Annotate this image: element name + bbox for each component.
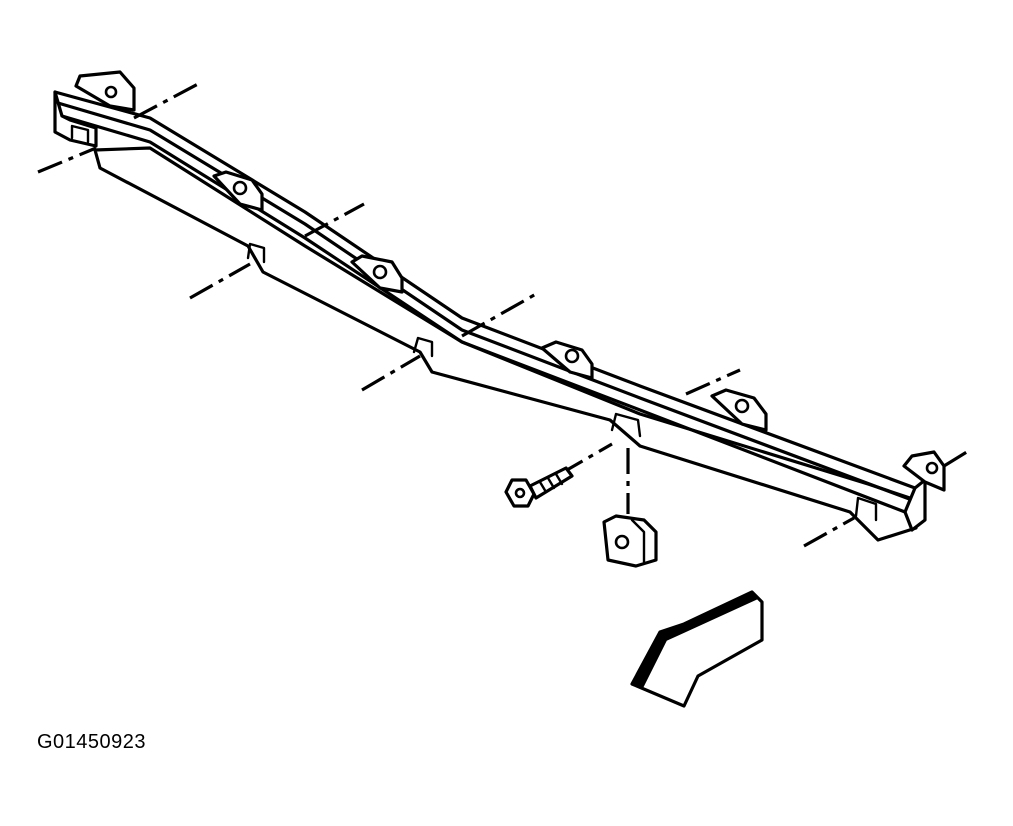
bar-lower-web: [93, 146, 918, 542]
arrow-shaded-edge: [630, 590, 760, 690]
bar-left-end: [53, 90, 98, 148]
centerline-10: [803, 516, 855, 548]
bar-left-slot: [70, 124, 90, 144]
mount-hole-3: [372, 264, 388, 280]
clip-nut-edge: [630, 518, 646, 564]
centerline-5: [461, 292, 537, 338]
front-direction-arrow: [630, 590, 764, 708]
bolt-head-center: [514, 487, 526, 499]
grille-support-bar: [53, 70, 946, 542]
mount-hole-5: [734, 398, 750, 414]
bar-right-end: [903, 478, 927, 532]
centerline-4: [189, 262, 251, 300]
centerline-3: [304, 202, 365, 238]
clip-nut-hole: [614, 534, 630, 550]
centerline-11: [943, 448, 971, 468]
centerline-6: [361, 354, 421, 392]
mount-hole-4: [564, 348, 580, 364]
clip-nut-body: [602, 514, 658, 568]
bolt: [504, 466, 574, 508]
lower-notch-1: [246, 242, 266, 264]
mount-hole-1: [104, 85, 118, 99]
bar-right-slot: [854, 496, 878, 522]
centerline-1: [133, 82, 199, 120]
alignment-lines: [37, 82, 971, 548]
lower-notch-2: [412, 336, 434, 358]
lower-notch-3: [610, 412, 642, 438]
centerline-7: [685, 368, 741, 396]
bolt-threads: [538, 472, 564, 494]
mount-hole-2: [232, 180, 248, 196]
mount-hole-6: [925, 461, 939, 475]
clip-nut: [602, 514, 658, 568]
centerline-2: [37, 146, 97, 174]
figure-reference-code: G01450923: [37, 731, 147, 753]
